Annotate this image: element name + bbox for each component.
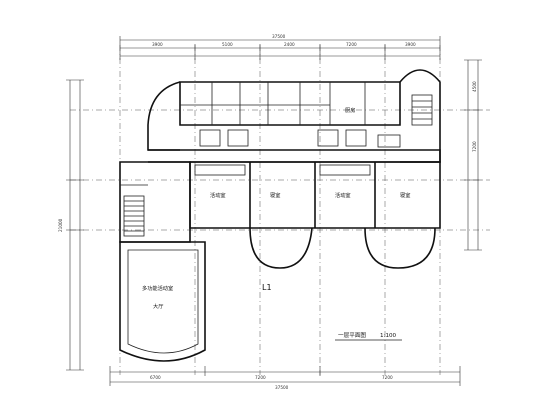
dim-top-4: 7200 — [346, 42, 357, 47]
dim-top-total: 37500 — [272, 34, 286, 39]
room-kitchen: 厨房 — [345, 106, 355, 114]
dim-bottom-total: 37500 — [275, 385, 289, 390]
right-dimensions: 4500 7200 — [464, 59, 482, 251]
bottom-dimensions: 6700 7200 7200 37500 — [109, 366, 461, 390]
left-dimensions: 21000 — [58, 79, 84, 371]
room-activity-1: 活动室 — [210, 191, 226, 199]
room-lobby: 大厅 — [153, 302, 163, 310]
dim-top-1: 3900 — [152, 42, 163, 47]
top-dimensions: 37500 3900 5100 2400 7200 3900 — [119, 34, 441, 60]
dim-top-2: 5100 — [222, 42, 233, 47]
drawing-title-text: 一层平面图 — [338, 331, 366, 339]
room-bedroom-1: 寝室 — [270, 191, 280, 199]
dim-right-2: 7200 — [472, 141, 477, 152]
dim-bottom-3: 7200 — [382, 375, 393, 380]
dim-top-3: 2400 — [284, 42, 295, 47]
interior-partitions — [180, 82, 401, 176]
drawing-scale: 1:100 — [380, 333, 397, 339]
stairs — [123, 94, 433, 237]
dim-bottom-2: 7200 — [255, 375, 266, 380]
room-multipurpose: 多功能活动室 — [142, 284, 173, 292]
dim-left-total: 21000 — [58, 218, 63, 232]
dim-right-1: 4500 — [472, 81, 477, 92]
room-activity-2: 活动室 — [335, 191, 351, 199]
axis-grid — [70, 45, 490, 375]
dim-top-5: 3900 — [405, 42, 416, 47]
drawing-title: 一层平面图 1:100 — [335, 331, 402, 341]
dim-bottom-1: 6700 — [150, 375, 161, 380]
section-mark: L1 — [262, 283, 272, 292]
building-walls — [119, 69, 441, 362]
room-bedroom-2: 寝室 — [400, 191, 410, 199]
